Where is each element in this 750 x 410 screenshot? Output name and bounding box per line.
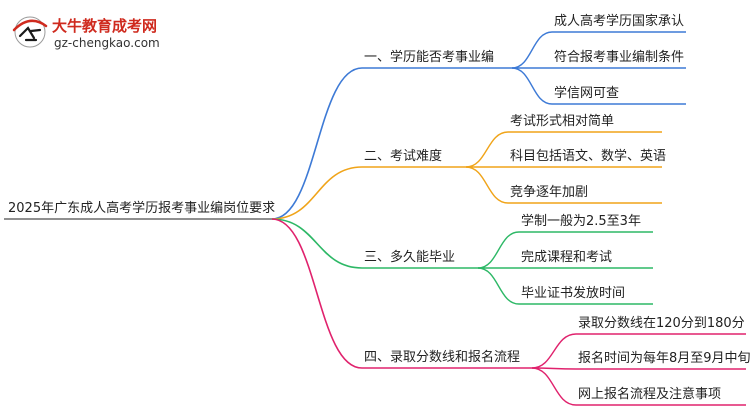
branch-4-child-1: 录取分数线在120分到180分 — [578, 316, 745, 331]
branch-1-child-3-connector — [511, 67, 553, 105]
branch-1-child-2: 符合报考事业编制条件 — [554, 49, 684, 65]
branch-2-connector — [271, 166, 363, 220]
logo-name: 大牛教育成考网 — [52, 17, 157, 35]
branch-1-child-1-connector — [511, 31, 553, 69]
logo-url: gz-chengkao.com — [54, 36, 160, 50]
branch-4-child-2: 报名时间为每年8月至9月中旬 — [578, 350, 750, 366]
branch-4-child-3: 网上报名流程及注意事项 — [578, 386, 721, 402]
branch-4-connector — [271, 218, 363, 369]
branch-4-child-3-connector — [531, 367, 577, 406]
branch-1-label: 一、学历能否考事业编 — [364, 49, 494, 65]
branch-4-label: 四、录取分数线和报名流程 — [364, 349, 520, 365]
branch-2-child-1: 考试形式相对简单 — [510, 113, 614, 129]
branch-4-child-1-connector — [531, 333, 577, 369]
logo: 大牛教育成考网 gz-chengkao.com — [12, 16, 160, 50]
branch-1-connector — [271, 67, 363, 220]
branch-2-label: 二、考试难度 — [364, 148, 442, 164]
branch-3-connector — [271, 218, 363, 269]
branch-1-child-1: 成人高考学历国家承认 — [554, 13, 684, 29]
branch-2-child-3-connector — [465, 166, 509, 204]
branch-3-child-2: 完成课程和考试 — [521, 250, 612, 265]
branch-3-child-3-connector — [477, 267, 520, 305]
branch-2-child-1-connector — [465, 131, 509, 168]
branch-1-child-3: 学信网可查 — [554, 85, 619, 101]
logo-mark-icon — [12, 16, 48, 48]
branch-3-label: 三、多久能毕业 — [364, 249, 455, 265]
branch-2-child-2: 科目包括语文、数学、英语 — [510, 148, 666, 164]
branch-2-child-3: 竞争逐年加剧 — [510, 184, 588, 200]
root-topic: 2025年广东成人高考学历报考事业编岗位要求 — [8, 200, 275, 216]
branch-3-child-3: 毕业证书发放时间 — [521, 285, 625, 301]
branch-3-child-1-connector — [477, 231, 520, 269]
branch-3-child-1: 学制一般为2.5至3年 — [521, 213, 641, 229]
